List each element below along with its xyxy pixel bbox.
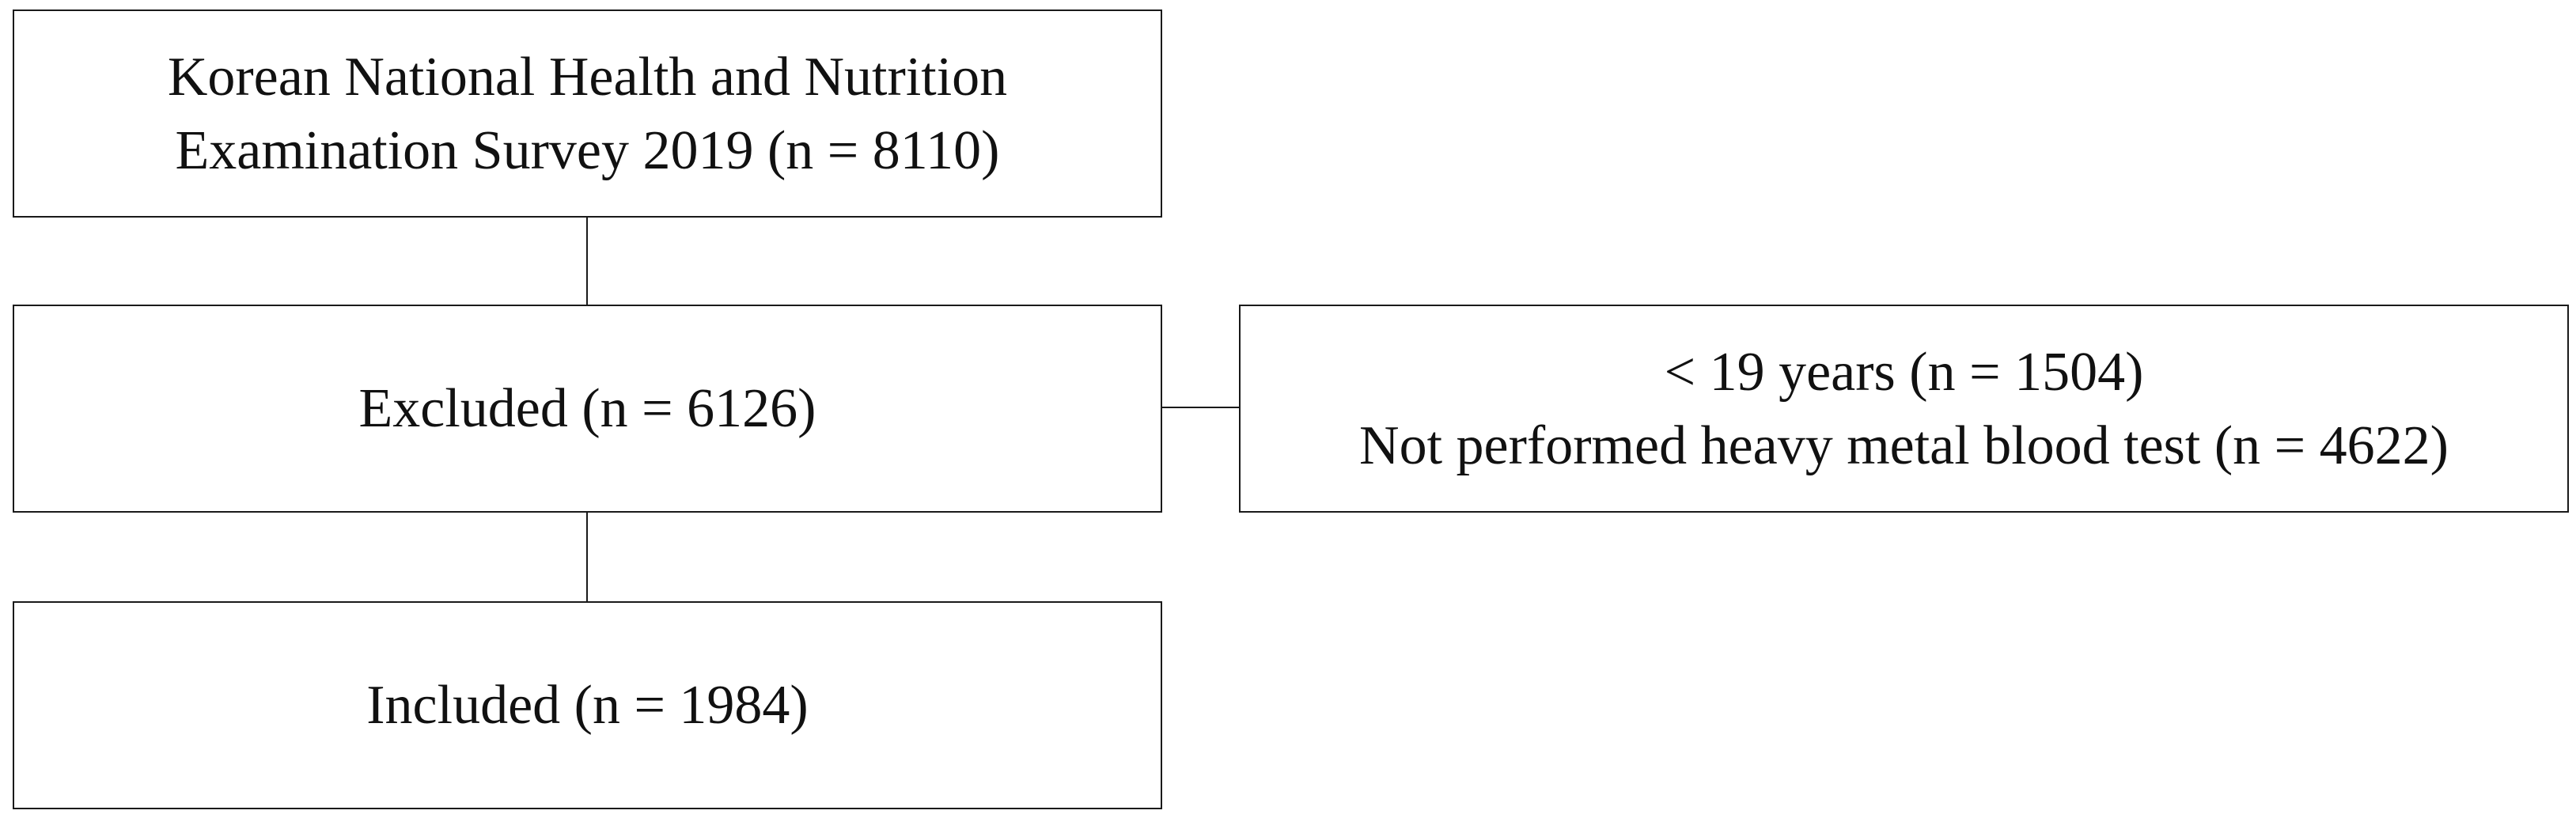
survey-population-box: Korean National Health and Nutrition Exa… <box>13 9 1162 218</box>
connector-survey-to-excluded <box>586 218 588 305</box>
exclusion-reasons-box: < 19 years (n = 1504) Not performed heav… <box>1239 305 2569 513</box>
exclusion-reason-blood-test: Not performed heavy metal blood test (n … <box>1359 415 2449 476</box>
connector-excluded-to-included <box>586 513 588 601</box>
excluded-label: Excluded (n = 6126) <box>358 378 816 439</box>
included-label: Included (n = 1984) <box>366 675 809 736</box>
excluded-box: Excluded (n = 6126) <box>13 305 1162 513</box>
connector-excluded-to-reasons <box>1162 407 1239 408</box>
exclusion-reason-age: < 19 years (n = 1504) <box>1664 341 2144 403</box>
survey-title-line-1: Korean National Health and Nutrition <box>167 46 1008 108</box>
included-box: Included (n = 1984) <box>13 601 1162 809</box>
survey-title-line-2: Examination Survey 2019 (n = 8110) <box>175 119 1000 181</box>
